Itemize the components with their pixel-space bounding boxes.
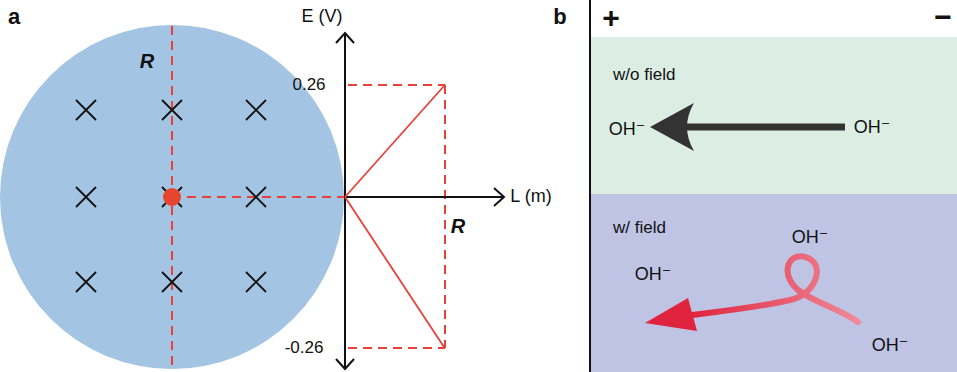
ion-label: OH⁻: [609, 120, 646, 140]
axes: [336, 33, 504, 369]
ion-label: OH⁻: [854, 118, 891, 138]
potential-line: [345, 86, 444, 347]
axis-label: a: [8, 5, 20, 29]
condition-band: w/o fieldOH⁻ OH⁻: [591, 37, 957, 194]
condition-band: w/ fieldOH⁻OH⁻OH⁻: [591, 194, 957, 372]
axis-label: L (m): [510, 187, 551, 207]
electrode-line: [589, 0, 591, 372]
band-title: w/o field: [613, 66, 675, 85]
axis-label: b: [553, 5, 566, 29]
ion-label: OH⁻: [635, 265, 672, 285]
node-outline: [0, 25, 344, 369]
domain-circle: R: [0, 25, 344, 369]
ion-label: OH⁻: [792, 228, 829, 248]
axis-label: 0.26: [292, 76, 325, 95]
dashed-guide: [444, 85, 446, 348]
dashed-guide: [348, 84, 445, 86]
axis-label: −: [934, 0, 952, 33]
circle-fill: [0, 25, 344, 369]
node-outline: [591, 37, 957, 194]
band-fill: [591, 37, 957, 194]
axis-label: R: [451, 215, 465, 237]
dashed-guide: [348, 347, 445, 349]
band-title: w/ field: [613, 219, 666, 238]
band-fill: [591, 194, 957, 372]
center-dot: [163, 188, 181, 206]
axis-label: +: [602, 1, 620, 34]
straight-arrow: [650, 103, 845, 151]
curly-arrow: [645, 256, 858, 331]
radius-label: R: [140, 50, 154, 72]
axis-label: -0.26: [285, 339, 324, 358]
ion-label: OH⁻: [872, 336, 909, 356]
axis-label: E (V): [301, 7, 342, 27]
